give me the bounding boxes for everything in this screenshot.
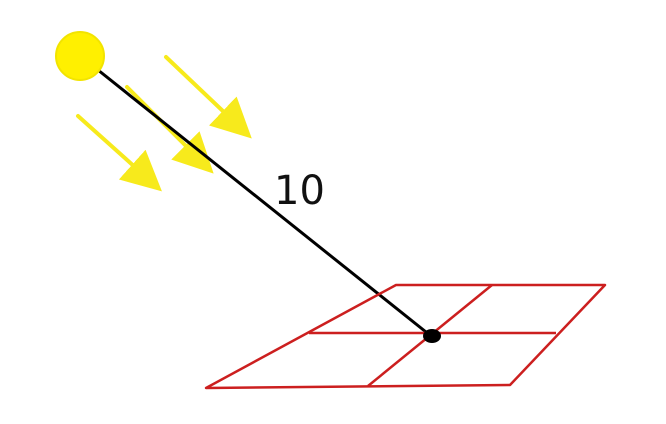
sun-ray-arrow: [76, 114, 162, 192]
distance-label: 10: [274, 168, 325, 214]
sun-icon: [55, 31, 105, 81]
ground-point: [423, 329, 441, 343]
sun-ray-arrow: [125, 85, 214, 174]
ground-grid: [204, 283, 607, 390]
ground-grid-outline: [204, 283, 607, 390]
sun-ray-arrow: [164, 55, 252, 139]
sun-to-ground-line: [82, 56, 432, 338]
sun-rays: [76, 55, 252, 192]
